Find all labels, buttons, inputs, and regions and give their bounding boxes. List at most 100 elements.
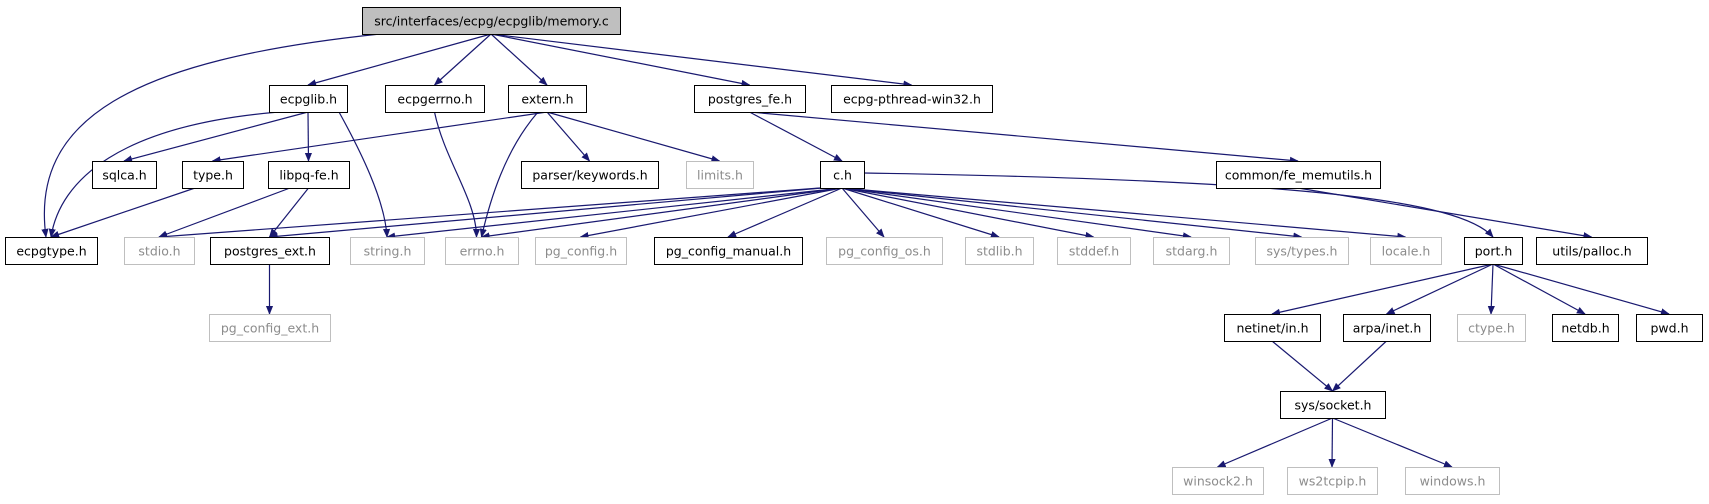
node-label-ecpgtype-h: ecpgtype.h — [16, 244, 86, 259]
node-c-h[interactable]: c.h — [820, 161, 865, 189]
node-extern-h[interactable]: extern.h — [508, 85, 587, 113]
node-ws2tcpip-h: ws2tcpip.h — [1287, 467, 1378, 495]
node-label-c-h: c.h — [833, 168, 852, 183]
node-fe-memutils-h[interactable]: common/fe_memutils.h — [1216, 161, 1381, 189]
edge-ecpglib-h-to-string-h — [338, 111, 391, 238]
edge-memory-c-to-extern-h — [490, 33, 548, 86]
edge-memory-c-to-ecpgtype-h — [41, 33, 381, 238]
node-postgres-fe-h[interactable]: postgres_fe.h — [694, 85, 806, 113]
edge-postgres-fe-h-to-fe-memutils-h — [749, 111, 1299, 164]
node-box-pg-config-ext-h — [209, 314, 331, 342]
node-pg-config-ext-h: pg_config_ext.h — [209, 314, 331, 342]
node-box-sqlca-h — [92, 161, 157, 189]
node-label-errno-h: errno.h — [460, 244, 505, 259]
edge-ecpglib-h-to-libpq-fe-h — [304, 111, 313, 162]
node-label-pwd-h: pwd.h — [1651, 321, 1689, 336]
edge-memory-c-to-postgres-fe-h — [490, 33, 751, 87]
node-stdlib-h: stdlib.h — [965, 237, 1034, 265]
edge-c-h-to-stdarg-h — [841, 187, 1192, 240]
node-winsock2-h: winsock2.h — [1172, 467, 1264, 495]
node-label-ctype-h: ctype.h — [1468, 321, 1515, 336]
edge-port-h-to-netdb-h — [1492, 263, 1586, 315]
edge-postgres-fe-h-to-c-h — [749, 111, 843, 162]
node-box-parser-keywords-h — [521, 161, 659, 189]
node-port-h[interactable]: port.h — [1464, 237, 1523, 265]
node-postgres-ext-h[interactable]: postgres_ext.h — [210, 237, 330, 265]
node-label-netinet-in-h: netinet/in.h — [1236, 321, 1308, 336]
node-label-string-h: string.h — [364, 244, 412, 259]
node-sys-socket-h[interactable]: sys/socket.h — [1280, 391, 1386, 419]
node-box-port-h — [1464, 237, 1523, 265]
node-box-ctype-h — [1457, 314, 1526, 342]
node-label-extern-h: extern.h — [521, 92, 573, 107]
node-libpq-fe-h[interactable]: libpq-fe.h — [268, 161, 350, 189]
node-sqlca-h[interactable]: sqlca.h — [92, 161, 157, 189]
node-stdarg-h: stdarg.h — [1153, 237, 1230, 265]
node-box-locale-h — [1370, 237, 1442, 265]
edge-extern-h-to-errno-h — [479, 111, 539, 238]
node-label-fe-memutils-h: common/fe_memutils.h — [1225, 168, 1372, 183]
node-box-ecpg-pthread-h — [831, 85, 993, 113]
node-netdb-h[interactable]: netdb.h — [1552, 314, 1619, 342]
node-type-h[interactable]: type.h — [182, 161, 244, 189]
node-utils-palloc-h[interactable]: utils/palloc.h — [1536, 237, 1648, 265]
node-parser-keywords-h[interactable]: parser/keywords.h — [521, 161, 659, 189]
node-label-type-h: type.h — [193, 168, 233, 183]
node-label-ecpg-pthread-h: ecpg-pthread-win32.h — [843, 92, 981, 107]
edge-port-h-to-arpa-inet-h — [1385, 263, 1494, 315]
edge-port-h-to-netinet-in-h — [1271, 263, 1494, 316]
node-box-stdio-h — [124, 237, 195, 265]
edge-c-h-to-string-h — [386, 187, 843, 240]
node-netinet-in-h[interactable]: netinet/in.h — [1224, 314, 1321, 342]
edge-extern-h-to-type-h — [211, 111, 548, 164]
node-label-stddef-h: stddef.h — [1069, 244, 1119, 259]
node-label-arpa-inet-h: arpa/inet.h — [1353, 321, 1422, 336]
node-label-ecpglib-h: ecpglib.h — [280, 92, 337, 107]
edge-memory-c-to-ecpgerrno-h — [433, 33, 492, 86]
node-ecpglib-h[interactable]: ecpglib.h — [269, 85, 348, 113]
node-box-sys-types-h — [1255, 237, 1349, 265]
node-box-type-h — [182, 161, 244, 189]
node-box-ecpgtype-h — [5, 237, 98, 265]
node-label-libpq-fe-h: libpq-fe.h — [279, 168, 338, 183]
node-box-c-h — [820, 161, 865, 189]
node-label-netdb-h: netdb.h — [1561, 321, 1609, 336]
node-box-stddef-h — [1057, 237, 1131, 265]
node-label-pg-config-os-h: pg_config_os.h — [838, 244, 931, 259]
node-memory-c[interactable]: src/interfaces/ecpg/ecpglib/memory.c — [362, 7, 621, 35]
node-pg-config-manual-h[interactable]: pg_config_manual.h — [654, 237, 803, 265]
node-box-ws2tcpip-h — [1287, 467, 1378, 495]
node-label-stdio-h: stdio.h — [138, 244, 180, 259]
edge-c-h-to-stddef-h — [841, 187, 1095, 239]
node-box-winsock2-h — [1172, 467, 1264, 495]
node-box-utils-palloc-h — [1536, 237, 1648, 265]
node-pwd-h[interactable]: pwd.h — [1636, 314, 1703, 342]
edge-c-h-to-locale-h — [841, 187, 1407, 240]
node-label-sys-socket-h: sys/socket.h — [1295, 398, 1372, 413]
node-ecpg-pthread-h[interactable]: ecpg-pthread-win32.h — [831, 85, 993, 113]
edge-c-h-to-errno-h — [480, 187, 843, 240]
node-box-ecpgerrno-h — [385, 85, 485, 113]
node-box-sys-socket-h — [1280, 391, 1386, 419]
node-string-h: string.h — [350, 237, 425, 265]
node-arpa-inet-h[interactable]: arpa/inet.h — [1343, 314, 1431, 342]
node-label-port-h: port.h — [1475, 244, 1513, 259]
node-box-pg-config-h — [535, 237, 627, 265]
edge-extern-h-to-parser-keywords-h — [546, 111, 591, 162]
node-ecpgerrno-h[interactable]: ecpgerrno.h — [385, 85, 485, 113]
node-pg-config-h: pg_config.h — [535, 237, 627, 265]
node-ctype-h: ctype.h — [1457, 314, 1526, 342]
edge-c-h-to-sys-types-h — [841, 187, 1303, 240]
node-box-pg-config-os-h — [826, 237, 943, 265]
node-label-locale-h: locale.h — [1382, 244, 1431, 259]
node-label-pg-config-h: pg_config.h — [545, 244, 617, 259]
edge-memory-c-to-ecpg-pthread-h — [490, 33, 913, 88]
edge-sys-socket-h-to-windows-h — [1332, 417, 1453, 468]
node-limits-h: limits.h — [686, 161, 754, 189]
node-label-stdarg-h: stdarg.h — [1166, 244, 1218, 259]
node-box-limits-h — [686, 161, 754, 189]
edge-c-h-to-pg-config-os-h — [841, 187, 885, 238]
node-locale-h: locale.h — [1370, 237, 1442, 265]
node-ecpgtype-h[interactable]: ecpgtype.h — [5, 237, 98, 265]
